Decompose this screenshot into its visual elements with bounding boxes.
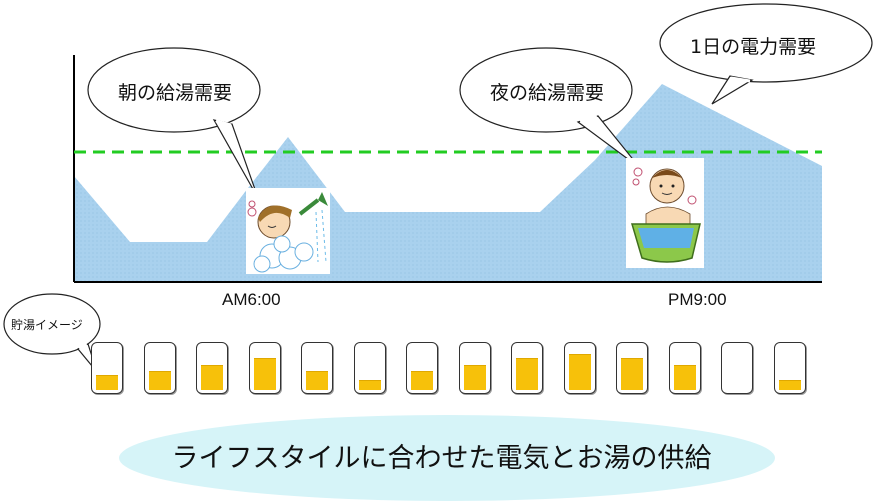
tank-fill-level [96, 375, 118, 390]
daily-demand-label: 1日の電力需要 [690, 36, 817, 58]
daily-demand-bubble [659, 3, 873, 105]
storage-tank [143, 342, 176, 394]
bath-person-icon [626, 158, 704, 268]
storage-tank [458, 342, 491, 394]
storage-tank [773, 342, 806, 394]
storage-label: 貯湯イメージ [11, 318, 83, 332]
morning-demand-label: 朝の給湯需要 [118, 82, 233, 104]
storage-tank [91, 342, 123, 394]
storage-tank [511, 342, 543, 394]
tank-fill-level [411, 371, 433, 390]
storage-tank [616, 342, 648, 394]
storage-tank [406, 342, 438, 394]
tank-fill-level [358, 380, 381, 390]
tank-fill-level [463, 365, 486, 390]
tank-fill-level [148, 371, 171, 390]
storage-tank [196, 342, 228, 394]
morning-demand-bubble [87, 47, 261, 199]
tank-fill-level [253, 358, 276, 390]
tank-fill-level [673, 365, 696, 390]
x-tick-pm9: PM9:00 [668, 290, 727, 309]
storage-tank [721, 342, 753, 394]
storage-tank [248, 342, 281, 394]
shower-person-icon [246, 188, 330, 274]
storage-bubble [3, 293, 101, 373]
tank-fill-level [516, 358, 538, 390]
storage-tank [563, 342, 596, 394]
storage-tank [668, 342, 701, 394]
evening-demand-bubble [459, 47, 641, 169]
tank-fill-level [306, 371, 328, 390]
tank-fill-level [201, 365, 223, 390]
storage-tank [353, 342, 386, 394]
banner-ellipse [119, 415, 775, 501]
tank-fill-level [621, 358, 643, 390]
tank-fill-level [778, 380, 801, 390]
x-tick-am6: AM6:00 [222, 290, 281, 309]
tank-fill-level [568, 354, 591, 390]
lifestyle-banner-text: ライフスタイルに合わせた電気とお湯の供給 [171, 443, 712, 474]
evening-demand-label: 夜の給湯需要 [490, 82, 605, 104]
storage-tank [301, 342, 333, 394]
